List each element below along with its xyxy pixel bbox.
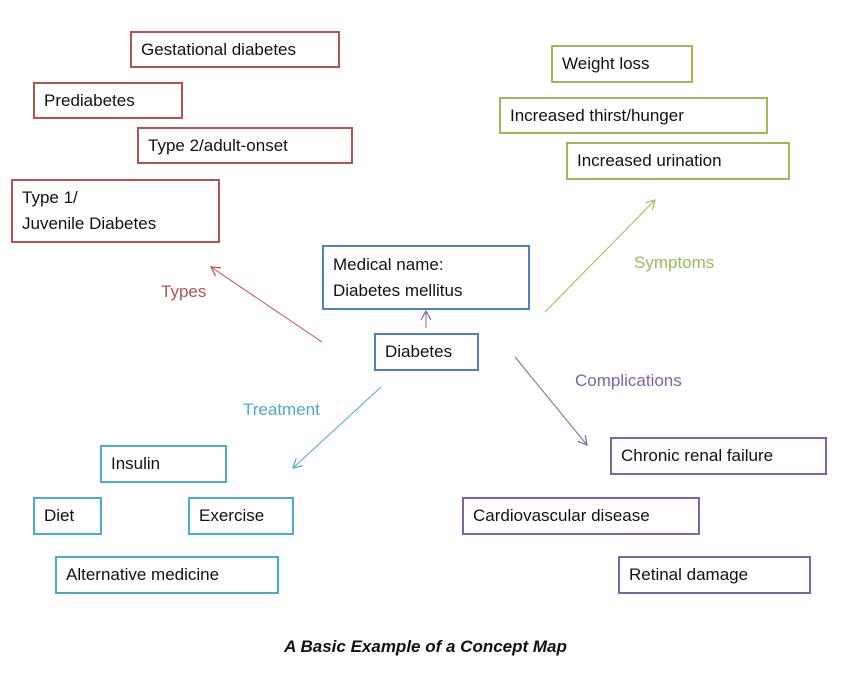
treatment-diet: Diet [33,497,102,535]
treatment-arrow [293,386,382,468]
complication-cardiovascular: Cardiovascular disease [462,497,700,535]
type-prediabetes: Prediabetes [33,82,183,119]
type-2: Type 2/adult-onset [137,127,353,164]
type-gestational: Gestational diabetes [130,31,340,68]
medical-name-line1: Medical name: [333,254,444,274]
complication-retinal: Retinal damage [618,556,811,594]
complications-arrow [514,356,587,445]
complication-renal: Chronic renal failure [610,437,827,475]
types-label: Types [161,282,207,301]
symptom-urination: Increased urination [566,142,790,180]
type1-line2: Juvenile Diabetes [22,214,157,233]
treatment-insulin: Insulin [100,445,227,483]
caption: A Basic Example of a Concept Map [284,637,567,656]
medical-name-box: Medical name: Diabetes mellitus [322,245,530,310]
type-1: Type 1/ Juvenile Diabetes [11,179,220,243]
treatment-label: Treatment [243,400,320,419]
treatment-alternative-medicine: Alternative medicine [55,556,279,594]
symptoms-arrow [544,200,655,313]
symptom-weight-loss: Weight loss [551,45,693,83]
types-arrow [211,267,323,343]
symptom-thirst-hunger: Increased thirst/hunger [499,97,768,134]
type1-line1: Type 1/ [22,188,78,207]
symptoms-label: Symptoms [634,253,715,272]
center-node: Diabetes [374,333,479,371]
complications-label: Complications [575,371,682,390]
treatment-exercise: Exercise [188,497,294,535]
medical-name-line2: Diabetes mellitus [333,280,463,300]
